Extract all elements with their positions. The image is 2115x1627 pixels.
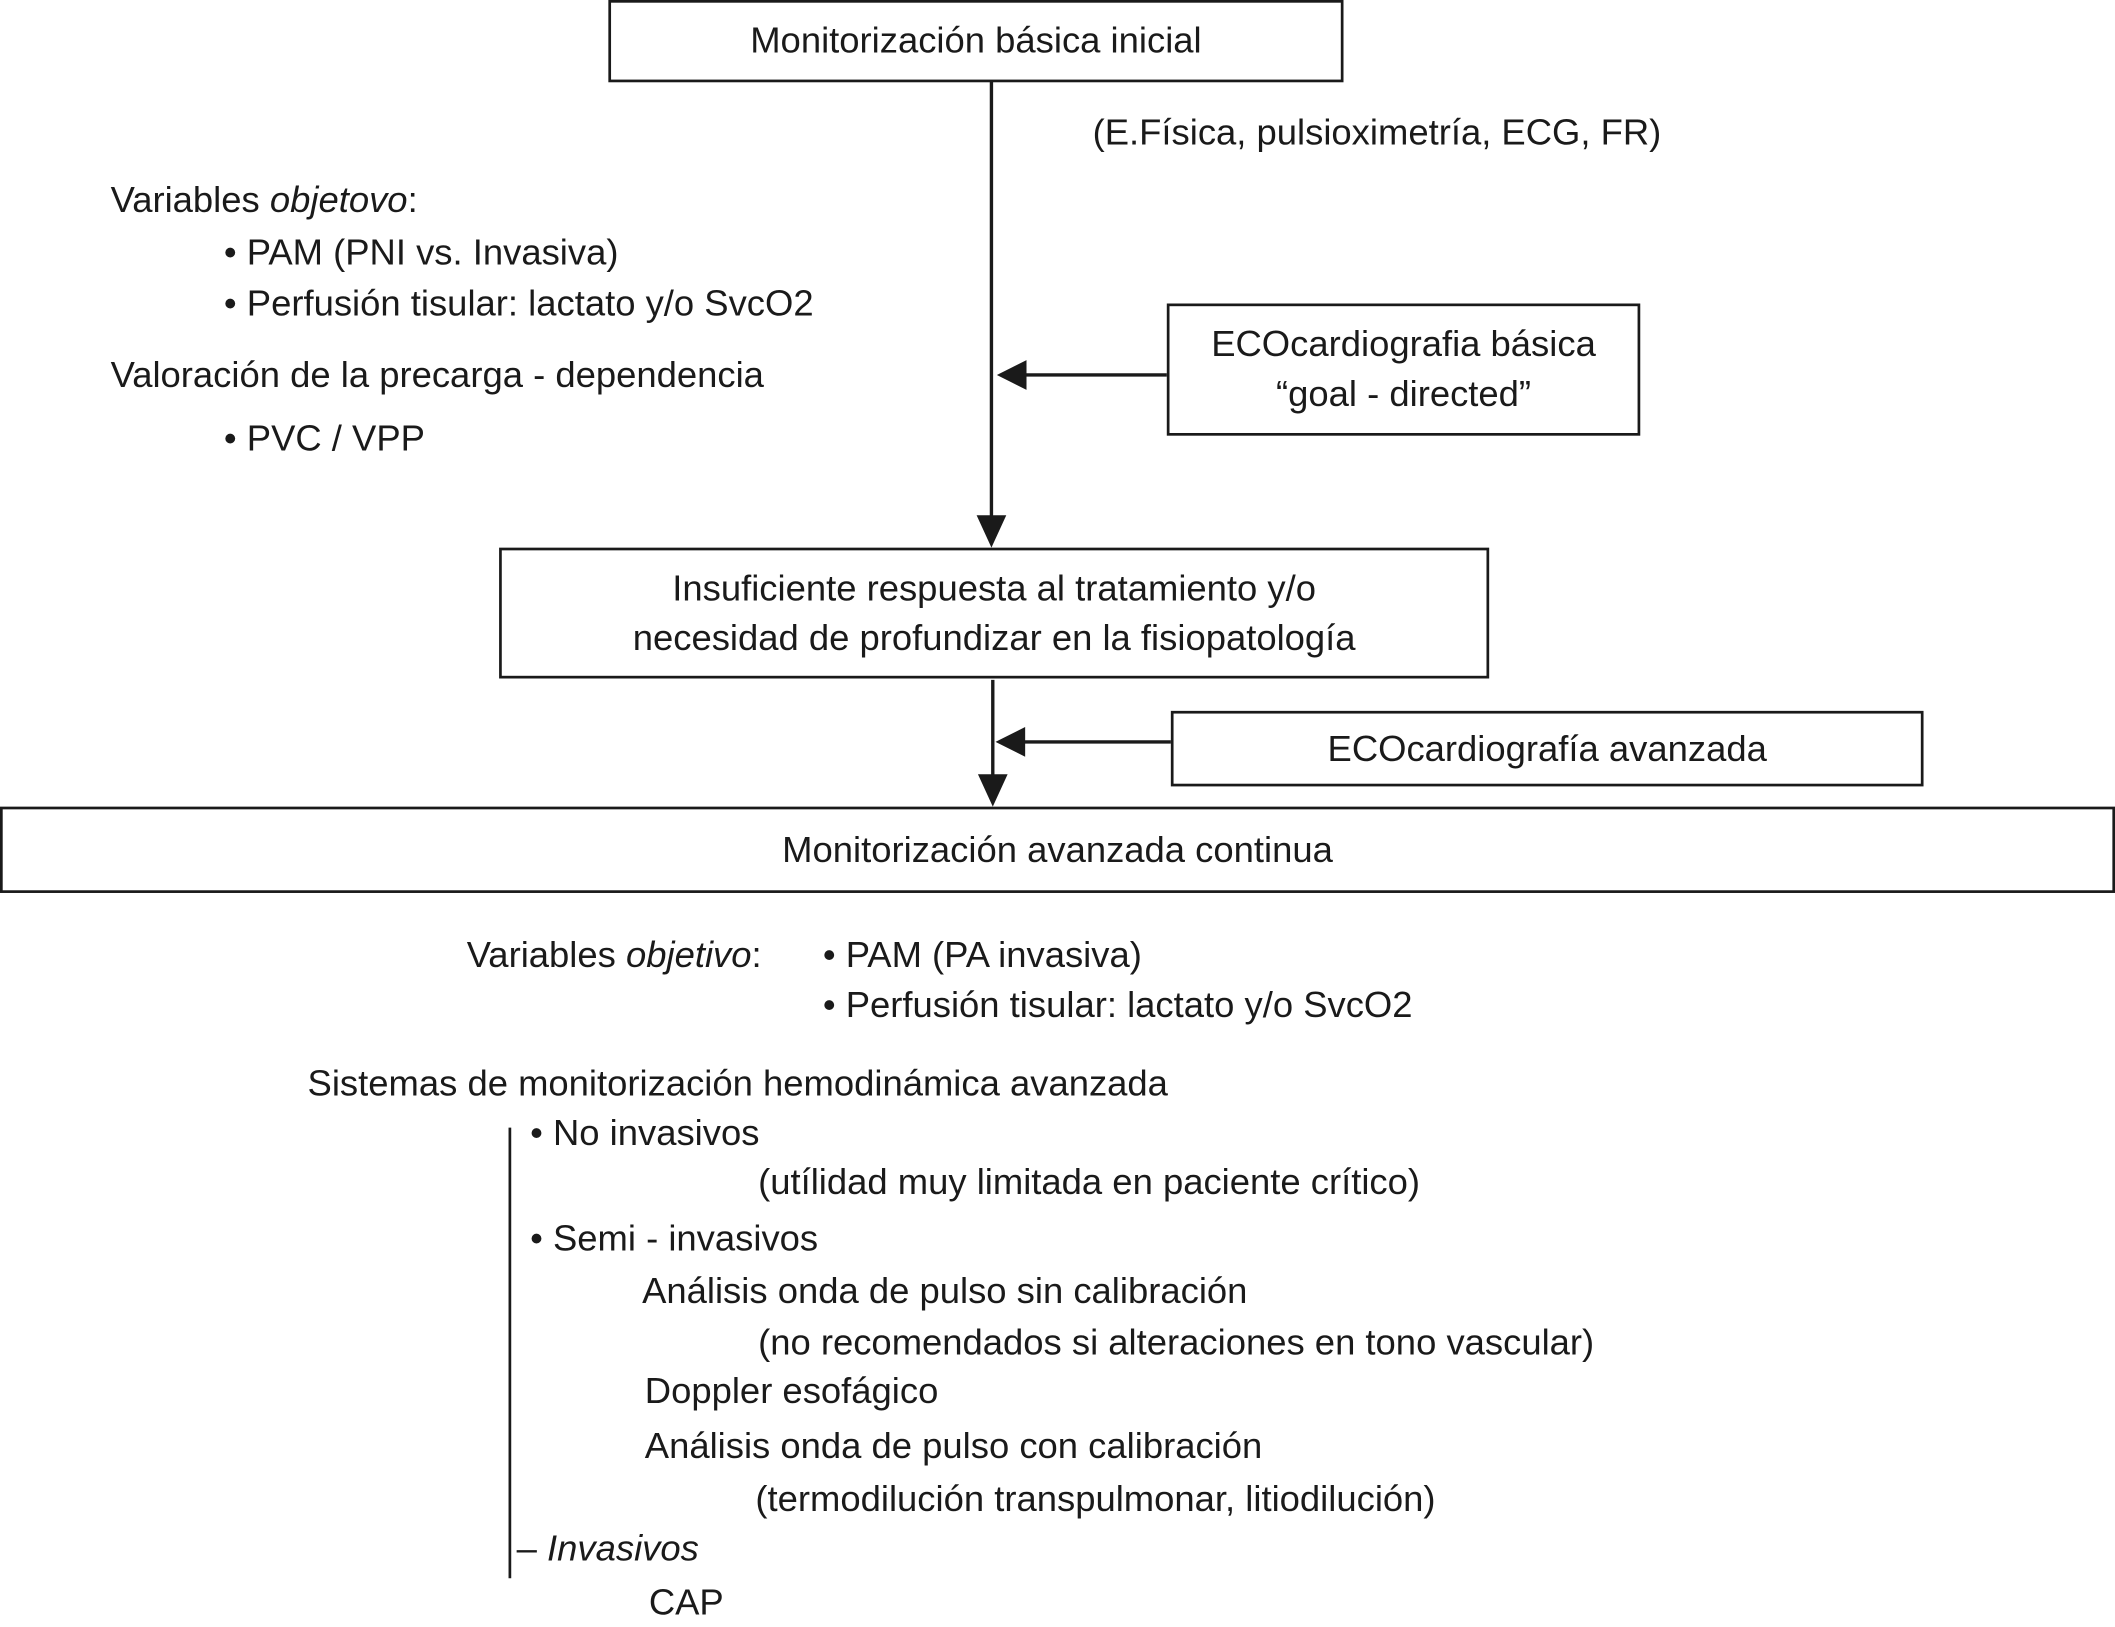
advanced-target-item: • PAM (PA invasiva) — [822, 934, 1142, 976]
basic-targets-label: Variables objetovo: — [110, 179, 418, 220]
basic-monitoring-note: (E.Física, pulsioximetría, ECG, FR) — [1092, 111, 1662, 153]
box-eco-advanced: ECOcardiografía avanzada — [1170, 710, 1924, 787]
arrowhead-down — [977, 774, 1008, 807]
arrowhead-left — [995, 727, 1026, 757]
preload-title: Valoración de la precarga - dependencia — [110, 354, 764, 396]
arrowhead-down — [976, 515, 1007, 548]
advanced-label: Monitorización avanzada continua — [782, 828, 1333, 870]
advanced-targets-label: Variables objetivo: — [466, 934, 762, 976]
eco-basic-line2: “goal - directed” — [1275, 373, 1532, 415]
invasive-subitem: CAP — [648, 1582, 724, 1623]
box-initial-label: Monitorización básica inicial — [750, 20, 1202, 61]
box-eco-basic: ECOcardiografia básica “goal - directed” — [1166, 303, 1641, 436]
eco-basic-line1: ECOcardiografia básica — [1211, 323, 1596, 365]
preload-item: • PVC / VPP — [223, 418, 425, 459]
advanced-target-item: • Perfusión tisular: lactato y/o SvcO2 — [822, 984, 1413, 1026]
non-invasive-item: • No invasivos — [530, 1112, 760, 1154]
basic-target-item: • PAM (PNI vs. Invasiva) — [223, 232, 619, 273]
semi-item: Análisis onda de pulso sin calibración — [642, 1270, 1248, 1312]
semi-item: Análisis onda de pulso con calibración — [644, 1425, 1263, 1467]
box-insufficient-response: Insuficiente respuesta al tratamiento y/… — [499, 547, 1490, 679]
semi-item-note: (no recomendados si alteraciones en tono… — [758, 1321, 1595, 1363]
invasive-item: – Invasivos — [516, 1528, 699, 1569]
semi-item: Doppler esofágico — [644, 1370, 939, 1411]
systems-title: Sistemas de monitorización hemodinámica … — [307, 1062, 1168, 1104]
non-invasive-note: (utílidad muy limitada en paciente críti… — [758, 1161, 1421, 1202]
box-initial-monitoring: Monitorización básica inicial — [608, 0, 1344, 83]
eco-advanced-label: ECOcardiografía avanzada — [1327, 727, 1767, 769]
semi-invasive-item: • Semi - invasivos — [530, 1218, 819, 1259]
arrowhead-left — [996, 360, 1027, 390]
box-advanced-monitoring: Monitorización avanzada continua — [0, 806, 2115, 893]
basic-target-item: • Perfusión tisular: lactato y/o SvcO2 — [223, 283, 814, 324]
insufficient-line1: Insuficiente respuesta al tratamiento y/… — [672, 567, 1317, 608]
semi-item-note: (termodilución transpulmonar, litiodiluc… — [755, 1478, 1436, 1519]
insufficient-line2: necesidad de profundizar en la fisiopato… — [632, 617, 1356, 658]
